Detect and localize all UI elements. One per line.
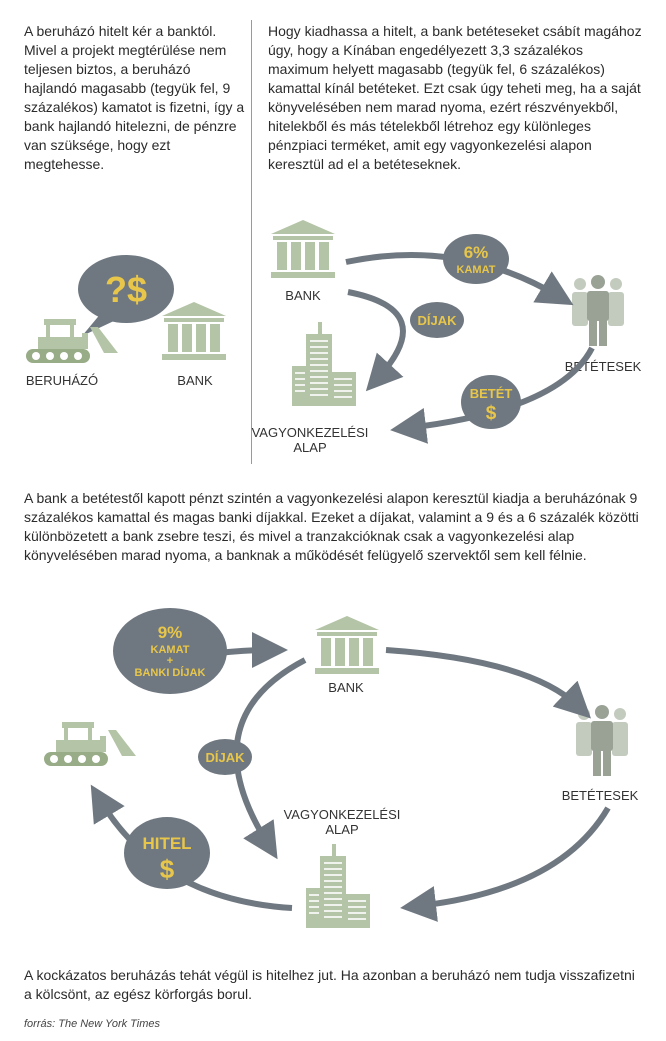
betet-text: BETÉT bbox=[470, 386, 513, 401]
kamat-text: KAMAT bbox=[151, 644, 190, 656]
dollar-text: $ bbox=[486, 403, 497, 424]
rate9-text: 9% bbox=[158, 623, 183, 642]
bank-icon bbox=[315, 616, 379, 674]
hitel-text: HITEL bbox=[142, 834, 191, 853]
banki-dijak-text: BANKI DÍJAK bbox=[135, 666, 206, 679]
bank-to-depositors-arrow bbox=[385, 647, 592, 719]
investor-label: BERUHÁZÓ bbox=[26, 373, 98, 388]
dijak-text: DÍJAK bbox=[205, 750, 245, 765]
fund-label-line2: ALAP bbox=[293, 440, 326, 455]
interest-fees-bubble: 9% KAMAT + BANKI DÍJAK bbox=[113, 608, 227, 694]
depositors-to-fund-arrow bbox=[400, 806, 611, 922]
bank-label: BANK bbox=[285, 288, 321, 303]
dollar-text: $ bbox=[160, 854, 175, 884]
intro-paragraph: A beruházó hitelt kér a banktól. Mivel a… bbox=[24, 23, 245, 172]
column-divider bbox=[251, 20, 252, 464]
fund-label-line2: ALAP bbox=[325, 822, 358, 837]
source-credit: forrás: The New York Times bbox=[24, 1018, 161, 1030]
fees-arrow bbox=[233, 657, 307, 860]
question-bubble: ?$ bbox=[78, 255, 174, 336]
lending-paragraph: A bank a betétestől kapott pénzt szintén… bbox=[24, 490, 639, 563]
interest-bubble: 6% KAMAT bbox=[443, 234, 509, 284]
fees-bubble: DÍJAK bbox=[198, 739, 252, 775]
conclusion-paragraph: A kockázatos beruházás tehát végül is hi… bbox=[24, 967, 635, 1002]
depositors-label: BETÉTESEK bbox=[562, 788, 639, 803]
deposit-paragraph: Hogy kiadhassa a hitelt, a bank betétese… bbox=[268, 23, 642, 172]
fees-arrow bbox=[347, 289, 406, 392]
rate6-text: 6% bbox=[464, 243, 489, 262]
kamat-text: KAMAT bbox=[457, 264, 496, 276]
fund-label-line1: VAGYONKEZELÉSI bbox=[252, 425, 369, 440]
depositors-icon bbox=[572, 275, 624, 346]
bank-label: BANK bbox=[328, 680, 364, 695]
bank-icon bbox=[162, 302, 226, 360]
bank-label: BANK bbox=[177, 373, 213, 388]
skyscraper-icon bbox=[292, 322, 356, 406]
deposit-arrow bbox=[390, 346, 595, 444]
fund-label-line1: VAGYONKEZELÉSI bbox=[284, 807, 401, 822]
deposit-bubble: BETÉT $ bbox=[461, 375, 521, 429]
fees-bubble: DÍJAK bbox=[410, 302, 464, 338]
question-dollar-text: ?$ bbox=[105, 269, 147, 310]
bulldozer-icon bbox=[44, 722, 136, 766]
skyscraper-icon bbox=[306, 844, 370, 928]
plus-text: + bbox=[167, 655, 173, 667]
bulldozer-icon bbox=[26, 319, 118, 363]
bank-icon bbox=[271, 220, 335, 278]
dijak-text: DÍJAK bbox=[417, 313, 457, 328]
depositors-icon bbox=[576, 705, 628, 776]
loan-bubble: HITEL $ bbox=[124, 817, 210, 889]
